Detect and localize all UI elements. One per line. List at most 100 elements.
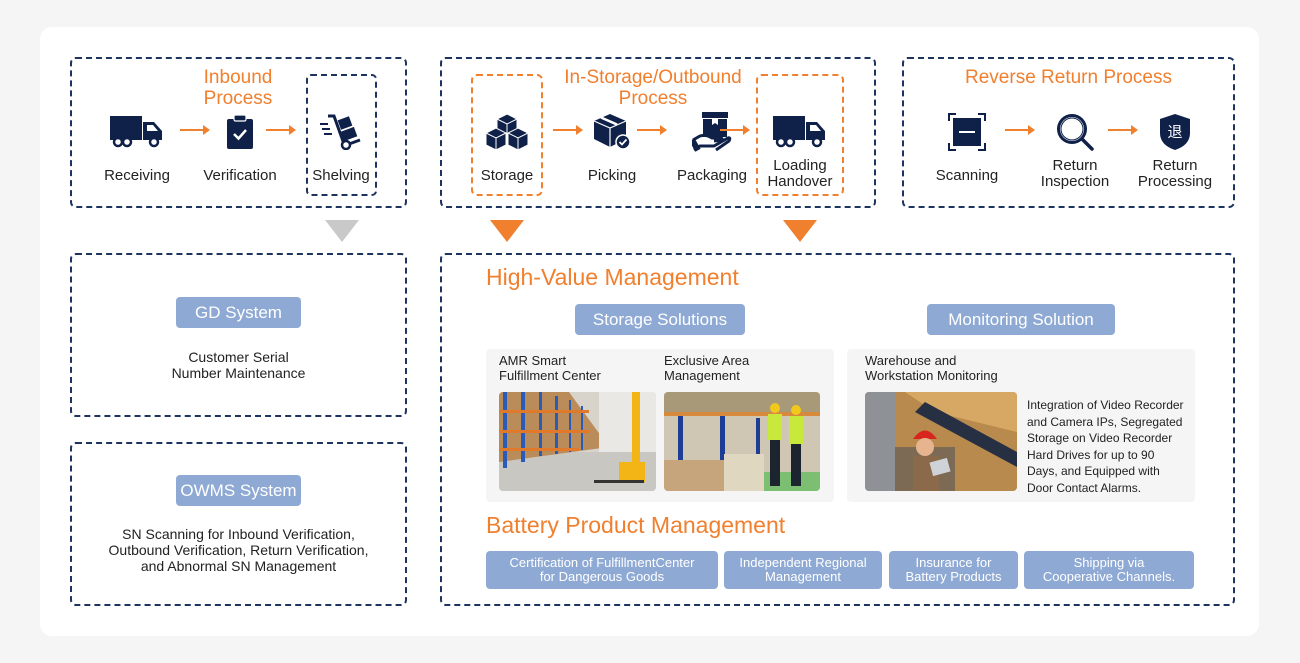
storage-solutions-label: Storage Solutions — [575, 304, 745, 335]
inbound-title-line1: Inbound — [203, 67, 273, 88]
title-line: AMR Smart — [499, 353, 567, 368]
step-label: Verification — [203, 167, 277, 184]
inbound-process-box — [70, 57, 407, 208]
hand-box-icon — [684, 112, 740, 152]
desc-line: and Abnormal SN Management — [140, 558, 337, 574]
item-line: Independent Regional — [739, 555, 867, 570]
step-label-line1: Return — [1052, 157, 1098, 174]
down-arrow-orange — [783, 220, 817, 242]
clipboard-check-icon — [212, 112, 268, 152]
step-loading-handover: Loading Handover — [745, 112, 855, 190]
flow-arrow — [720, 125, 750, 135]
down-arrow-gray — [325, 220, 359, 242]
step-return-processing: 退 Return Processing — [1120, 112, 1230, 190]
step-label: Scanning — [935, 167, 999, 184]
hand-truck-icon — [313, 112, 369, 152]
shield-return-icon: 退 — [1147, 112, 1203, 152]
outbound-process-box — [440, 57, 876, 208]
outbound-title-line1: In-Storage/Outbound — [564, 67, 742, 88]
item-line: Battery Products — [905, 569, 1002, 584]
step-label: Storage — [480, 167, 534, 184]
step-receiving: Receiving — [82, 112, 192, 184]
desc-line: and Camera IPs, Segregated — [1027, 414, 1183, 429]
magnifier-icon — [1047, 112, 1103, 152]
reverse-title: Reverse Return Process — [965, 67, 1172, 88]
amr-fulfillment-title: AMR Smart Fulfillment Center — [499, 353, 601, 383]
desc-line: Door Contact Alarms. — [1027, 480, 1142, 495]
gd-system-label: GD System — [176, 297, 301, 328]
warehouse-racks-photo — [499, 392, 656, 491]
shelving-highlight-box — [306, 74, 377, 196]
step-picking: Picking — [557, 112, 667, 184]
item-line: for Dangerous Goods — [539, 569, 665, 584]
outbound-title-line2: Process — [618, 88, 688, 109]
step-label-line1: Return — [1152, 157, 1198, 174]
step-label-line2: Handover — [767, 173, 833, 190]
title-line: Fulfillment Center — [499, 368, 601, 383]
owms-system-label: OWMS System — [176, 475, 301, 506]
reverse-process-box — [902, 57, 1235, 208]
step-label: Packaging — [676, 167, 748, 184]
outbound-title: In-Storage/Outbound Process — [548, 67, 758, 109]
desc-line: Integration of Video Recorder — [1027, 398, 1184, 412]
step-storage: Storage — [452, 112, 562, 184]
step-label: Receiving — [104, 167, 170, 184]
monitoring-solution-label: Monitoring Solution — [927, 304, 1115, 335]
inbound-title: Inbound Process — [178, 67, 298, 109]
owms-system-desc: SN Scanning for Inbound Verification, Ou… — [70, 526, 407, 574]
owms-system-box — [70, 442, 407, 606]
step-label: Loading Handover — [745, 158, 855, 190]
flow-arrow — [637, 125, 667, 135]
down-arrow-orange — [490, 220, 524, 242]
desc-line: Customer Serial — [188, 349, 289, 365]
flow-arrow — [553, 125, 583, 135]
step-packaging: Packaging — [657, 112, 767, 184]
item-line: Management — [765, 569, 841, 584]
step-label: Shelving — [312, 167, 370, 184]
worker-tablet-photo — [865, 392, 1017, 491]
step-return-inspection: Return Inspection — [1020, 112, 1130, 190]
step-label: Return Processing — [1120, 158, 1230, 190]
desc-line: Storage on Video Recorder — [1027, 431, 1173, 445]
item-line: Certification of FulfillmentCenter — [509, 555, 695, 570]
battery-title: Battery Product Management — [486, 512, 786, 538]
flow-arrow — [266, 125, 296, 135]
item-line: Cooperative Channels. — [1042, 569, 1176, 584]
loading-highlight-box — [756, 74, 844, 196]
workers-inspection-photo — [664, 392, 820, 491]
desc-line: Hard Drives for up to 90 — [1027, 447, 1155, 462]
title-line: Management — [664, 368, 740, 383]
storage-highlight-box — [471, 74, 543, 196]
step-shelving: Shelving — [286, 112, 396, 184]
gd-system-desc: Customer Serial Number Maintenance — [70, 349, 407, 381]
step-label-line2: Processing — [1137, 173, 1213, 190]
desc-line: SN Scanning for Inbound Verification, — [122, 526, 355, 542]
truck-icon — [772, 112, 828, 152]
desc-line: Outbound Verification, Return Verificati… — [108, 542, 369, 558]
step-label-line2: Inspection — [1040, 173, 1110, 190]
truck-icon — [109, 112, 165, 152]
step-label-line1: Loading — [773, 157, 827, 174]
step-verification: Verification — [185, 112, 295, 184]
box-check-icon — [584, 112, 640, 152]
flow-arrow — [180, 125, 210, 135]
high-value-title: High-Value Management — [486, 264, 739, 290]
boxes-icon — [479, 112, 535, 152]
item-line: Shipping via — [1073, 555, 1145, 570]
flow-arrow — [1005, 125, 1035, 135]
warehouse-monitoring-title: Warehouse and Workstation Monitoring — [865, 353, 998, 383]
title-line: Warehouse and — [865, 353, 957, 368]
return-glyph: 退 — [1167, 123, 1183, 141]
title-line: Workstation Monitoring — [865, 368, 998, 383]
scan-icon — [939, 112, 995, 152]
step-label: Return Inspection — [1020, 158, 1130, 190]
step-label: Picking — [587, 167, 637, 184]
exclusive-area-title: Exclusive Area Management — [664, 353, 749, 383]
management-box — [440, 253, 1235, 606]
flow-arrow — [1108, 125, 1138, 135]
desc-line: Days, and Equipped with — [1027, 464, 1160, 478]
monitoring-description: Integration of Video Recorder and Camera… — [1027, 397, 1192, 496]
